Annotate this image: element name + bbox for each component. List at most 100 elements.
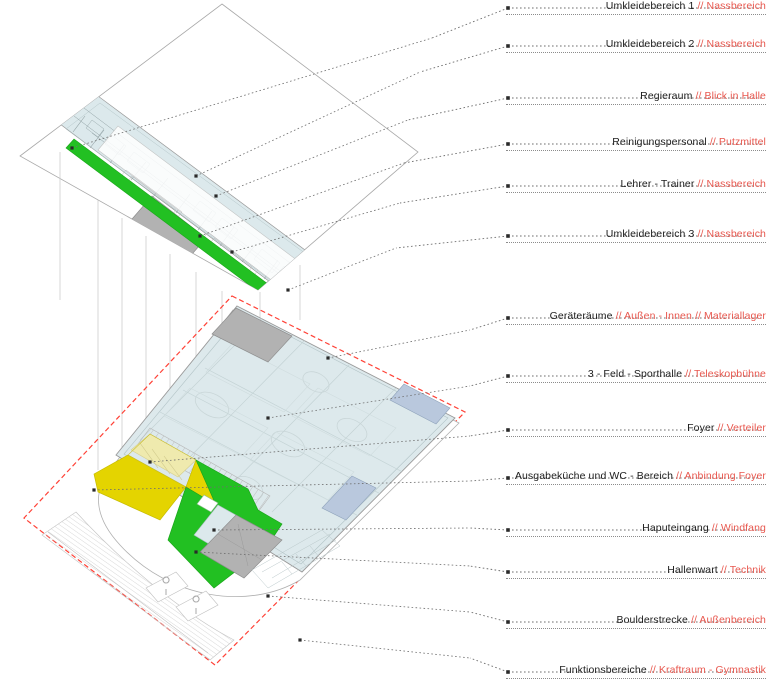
- label-main-geraeteraeume: Geräteräume: [549, 310, 616, 322]
- label-row-foyer[interactable]: Foyer // Verteiler: [506, 419, 766, 437]
- label-main-haupteingang: Haputeingang: [642, 522, 712, 534]
- label-accent-geraeteraeume: // Außen - Innen // Materiallager: [615, 310, 766, 322]
- plan-anchor-leader-12: [267, 595, 471, 613]
- leader-dot-reinigungspersonal: [506, 142, 510, 146]
- leader-tail-umkleide-2: [419, 45, 509, 73]
- plan-anchor-dot-9: [92, 488, 96, 492]
- label-main-ausgabekueche: Ausgabeküche und WC - Bereich: [514, 470, 677, 482]
- label-row-sporthalle[interactable]: 3 - Feld - Sporthalle // Teleskopbühne: [506, 365, 766, 383]
- leader-tail-lehrer-trainer: [399, 185, 509, 204]
- label-underline-haupteingang: [506, 535, 766, 537]
- plan-anchor-dot-5: [286, 288, 290, 292]
- label-underline-funktionsbereiche: [506, 677, 766, 679]
- label-row-umkleide-3[interactable]: Umkleidebereich 3 // Nassbereich: [506, 225, 766, 243]
- label-underline-umkleide-1: [506, 13, 766, 15]
- label-text-reinigungspersonal: Reinigungspersonal // Putzmittel: [612, 137, 766, 150]
- label-accent-hallenwart: // Technik: [720, 564, 766, 576]
- label-row-funktionsbereiche[interactable]: Funktionsbereiche // Kraftraum - Gymnast…: [506, 661, 766, 679]
- label-row-regieraum[interactable]: Regieraum // Blick in Halle: [506, 87, 766, 105]
- label-row-reinigungspersonal[interactable]: Reinigungspersonal // Putzmittel: [506, 133, 766, 151]
- label-main-hallenwart: Hallenwart: [667, 564, 721, 576]
- plan-anchor-dot-10: [212, 528, 216, 532]
- boulder-outdoor-area: [41, 511, 235, 661]
- leader-tail-sporthalle: [469, 375, 509, 387]
- leader-dot-funktionsbereiche: [506, 670, 510, 674]
- plan-anchor-dot-11: [194, 550, 198, 554]
- label-row-ausgabekueche[interactable]: Ausgabeküche und WC - Bereich // Anbindu…: [506, 467, 766, 485]
- label-main-reinigungspersonal: Reinigungspersonal: [612, 136, 710, 148]
- plan-anchor-dot-7: [266, 416, 270, 420]
- label-underline-regieraum: [506, 103, 766, 105]
- label-accent-funktionsbereiche: // Kraftraum - Gymnastik: [649, 664, 766, 676]
- label-accent-regieraum: // Blick in Halle: [695, 90, 766, 102]
- plan-anchor-leader-6: [327, 329, 471, 359]
- label-row-umkleide-2[interactable]: Umkleidebereich 2 // Nassbereich: [506, 35, 766, 53]
- label-row-boulderstrecke[interactable]: Boulderstrecke // Außenbereich: [506, 611, 766, 629]
- leader-dot-regieraum: [506, 96, 510, 100]
- label-row-geraeteraeume[interactable]: Geräteräume // Außen - Innen // Material…: [506, 307, 766, 325]
- plan-anchor-leader-13: [299, 639, 471, 659]
- plan-anchor-leader-4: [231, 202, 401, 253]
- label-text-umkleide-3: Umkleidebereich 3 // Nassbereich: [606, 229, 766, 242]
- plan-anchor-leader-11: [195, 551, 471, 567]
- label-text-funktionsbereiche: Funktionsbereiche // Kraftraum - Gymnast…: [559, 665, 766, 678]
- label-accent-umkleide-1: // Nassbereich: [697, 0, 766, 12]
- sports-hall-inner-edge: [123, 311, 449, 565]
- plan-anchor-dot-8: [148, 460, 152, 464]
- plan-anchor-leader-10: [213, 527, 471, 531]
- label-text-geraeteraeume: Geräteräume // Außen - Innen // Material…: [550, 311, 766, 324]
- leader-dot-lehrer-trainer: [506, 184, 510, 188]
- leader-lines-group: [70, 6, 762, 674]
- label-text-hallenwart: Hallenwart // Technik: [667, 565, 766, 578]
- plan-anchor-leader-1: [195, 71, 421, 177]
- label-row-haupteingang[interactable]: Haputeingang // Windfang: [506, 519, 766, 537]
- plan-anchor-leader-9: [93, 480, 471, 491]
- label-row-lehrer-trainer[interactable]: Lehrer - Trainer // Nassbereich: [506, 175, 766, 193]
- leader-tail-foyer: [469, 429, 509, 437]
- boulder-edge-line: [47, 531, 209, 654]
- leader-tail-regieraum: [407, 97, 509, 121]
- plan-anchor-dot-4: [230, 250, 234, 254]
- plan-anchor-dot-3: [198, 234, 202, 238]
- plan-anchor-leader-5: [287, 247, 397, 291]
- label-text-umkleide-2: Umkleidebereich 2 // Nassbereich: [606, 39, 766, 52]
- plan-anchor-leader-2: [215, 119, 409, 197]
- label-main-boulderstrecke: Boulderstrecke: [616, 614, 691, 626]
- label-underline-hallenwart: [506, 577, 766, 579]
- leader-dot-umkleide-2: [506, 44, 510, 48]
- label-underline-umkleide-2: [506, 51, 766, 53]
- green-zone-courtyard: [196, 494, 219, 513]
- label-underline-foyer: [506, 435, 766, 437]
- label-accent-haupteingang: // Windfang: [711, 522, 766, 534]
- label-text-haupteingang: Haputeingang // Windfang: [642, 523, 766, 536]
- hall-geraeteraum-gray-block: [211, 307, 293, 363]
- label-text-foyer: Foyer // Verteiler: [687, 423, 766, 436]
- plan-anchor-dot-6: [326, 356, 330, 360]
- label-row-umkleide-1[interactable]: Umkleidebereich 1 // Nassbereich: [506, 0, 766, 15]
- plan-anchor-leader-0: [71, 37, 433, 149]
- leader-dot-ausgabekueche: [506, 476, 510, 480]
- leader-dot-umkleide-1: [506, 6, 510, 10]
- label-main-regieraum: Regieraum: [640, 90, 696, 102]
- label-accent-lehrer-trainer: // Nassbereich: [697, 178, 766, 190]
- label-underline-ausgabekueche: [506, 483, 766, 485]
- label-main-sporthalle: 3 - Feld - Sporthalle: [587, 368, 686, 380]
- upper-level-plate: [19, 3, 419, 291]
- plan-anchor-dot-12: [266, 594, 270, 598]
- leader-tail-umkleide-3: [395, 235, 509, 249]
- label-underline-umkleide-3: [506, 241, 766, 243]
- leader-tail-boulderstrecke: [469, 611, 509, 623]
- label-accent-umkleide-2: // Nassbereich: [697, 38, 766, 50]
- label-main-umkleide-3: Umkleidebereich 3: [605, 228, 698, 240]
- boulder-person-icon-2: [192, 595, 200, 614]
- label-main-foyer: Foyer: [687, 422, 718, 434]
- plan-anchor-dot-2: [214, 194, 218, 198]
- label-main-umkleide-1: Umkleidebereich 1: [605, 0, 698, 12]
- label-row-hallenwart[interactable]: Hallenwart // Technik: [506, 561, 766, 579]
- leader-tail-geraeteraeume: [469, 317, 509, 331]
- label-text-lehrer-trainer: Lehrer - Trainer // Nassbereich: [621, 179, 767, 192]
- leader-dot-sporthalle: [506, 374, 510, 378]
- bluegray-block-lower: [321, 475, 377, 521]
- yellow-zone-partitions: [139, 442, 183, 481]
